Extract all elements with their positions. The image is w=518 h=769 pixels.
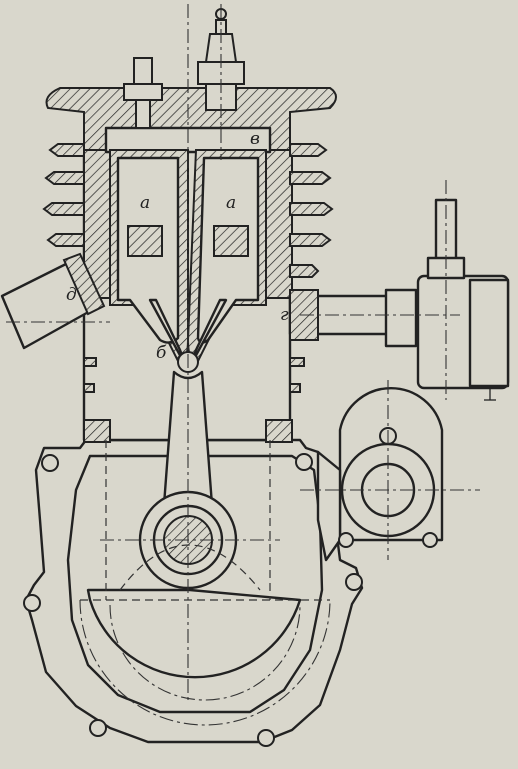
head-bolt xyxy=(123,57,163,129)
crank-web-arc xyxy=(86,588,302,679)
label-transfer-channel: б xyxy=(156,343,167,363)
label-exhaust-port: д xyxy=(66,285,77,305)
magneto-bolt-left xyxy=(338,532,354,548)
intake-collar xyxy=(384,288,418,348)
cooling-fins-left xyxy=(42,143,97,393)
magneto-neck xyxy=(316,450,342,562)
label-valve-right: а xyxy=(226,193,236,213)
label-carburetor-port: г xyxy=(280,305,289,325)
hidden-arc xyxy=(119,544,261,591)
cylinder-wall-right xyxy=(265,147,293,299)
magneto-bolt-right xyxy=(422,532,438,548)
label-valve-left: а xyxy=(140,193,150,213)
carburetor-float xyxy=(468,278,510,388)
valve-square-left xyxy=(127,225,163,257)
crankcase-inner xyxy=(66,454,324,714)
center-lines xyxy=(6,4,480,700)
flywheel-arc xyxy=(79,599,331,726)
cylinder-base-right xyxy=(265,419,293,443)
crankcase-bolts xyxy=(23,453,363,747)
valve-square-right xyxy=(213,225,249,257)
label-head-chamber: в xyxy=(250,129,260,149)
cooling-fins-right xyxy=(289,143,334,393)
cylinder-base-left xyxy=(83,419,111,443)
exhaust-ring xyxy=(62,252,106,316)
